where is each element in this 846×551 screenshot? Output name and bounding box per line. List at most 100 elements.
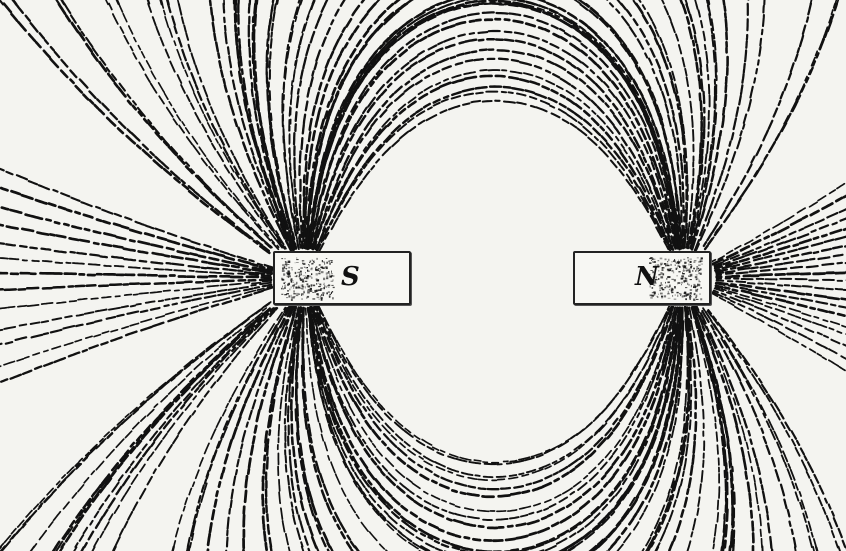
field-line <box>715 279 846 292</box>
filing-speck <box>687 259 690 262</box>
filing-speck <box>300 273 302 276</box>
filing-speck <box>321 260 323 263</box>
filing-speck <box>696 298 699 300</box>
field-line <box>303 2 377 249</box>
filing-speck <box>681 283 682 286</box>
filing-speck <box>653 265 655 268</box>
filing-speck <box>319 283 322 286</box>
field-line <box>282 3 301 249</box>
field-line <box>318 99 670 253</box>
field-line <box>761 545 764 551</box>
filing-speck <box>291 280 294 282</box>
filing-speck <box>695 294 698 297</box>
filing-speck <box>290 278 293 280</box>
filing-speck <box>308 264 310 266</box>
filing-speck <box>659 257 663 260</box>
filing-speck <box>329 261 330 263</box>
filing-speck <box>307 289 310 292</box>
filing-speck <box>658 273 662 276</box>
filing-speck <box>296 257 298 259</box>
filing-speck <box>332 286 335 289</box>
filing-speck <box>693 260 697 262</box>
filing-speck <box>298 268 300 270</box>
filing-speck <box>665 264 667 267</box>
filings-cluster-north <box>649 257 703 301</box>
filing-speck <box>311 263 314 265</box>
filing-speck <box>689 298 691 300</box>
field-line <box>0 278 273 292</box>
filing-speck <box>297 271 299 274</box>
filing-speck <box>309 287 312 290</box>
field-line <box>307 306 422 549</box>
filing-speck <box>316 293 319 295</box>
filing-speck <box>331 275 333 277</box>
field-line <box>685 3 706 245</box>
filing-speck <box>290 286 292 289</box>
filing-speck <box>287 273 289 275</box>
filing-speck <box>304 277 306 279</box>
filing-speck <box>325 272 328 275</box>
field-line <box>171 545 175 551</box>
filing-speck <box>330 291 332 295</box>
filing-speck <box>694 276 698 279</box>
filing-speck <box>669 286 671 288</box>
filing-speck <box>328 284 331 287</box>
field-line <box>690 3 711 245</box>
filing-speck <box>684 291 687 294</box>
field-line <box>692 310 729 549</box>
field-line <box>312 306 676 513</box>
filing-speck <box>699 260 702 263</box>
filing-speck <box>651 259 653 261</box>
filing-speck <box>651 258 654 260</box>
filing-speck <box>283 273 286 276</box>
filing-speck <box>675 264 676 266</box>
filing-speck <box>660 292 663 295</box>
filing-speck <box>311 259 313 261</box>
filing-speck <box>307 291 310 294</box>
filing-speck <box>695 285 698 287</box>
filing-speck <box>329 273 331 276</box>
filing-speck <box>302 284 304 286</box>
field-line <box>324 0 329 5</box>
filing-speck <box>693 298 696 301</box>
filing-speck <box>301 280 305 283</box>
filing-speck <box>322 292 325 295</box>
filing-speck <box>299 271 302 274</box>
filing-speck <box>660 272 663 275</box>
filing-speck <box>312 298 316 300</box>
filing-speck <box>323 284 325 286</box>
filing-speck <box>294 283 297 285</box>
filing-speck <box>651 292 655 294</box>
filing-speck <box>699 268 702 271</box>
filing-speck <box>667 258 670 262</box>
field-line <box>606 545 614 551</box>
filing-speck <box>315 267 317 270</box>
filing-speck <box>284 281 286 284</box>
filing-speck <box>298 274 301 277</box>
filing-speck <box>292 281 295 283</box>
field-line <box>696 307 763 549</box>
filing-speck <box>666 277 668 280</box>
filing-speck <box>666 264 670 267</box>
filing-speck <box>658 293 659 295</box>
filing-speck <box>692 270 694 272</box>
filing-speck <box>323 277 326 281</box>
filing-speck <box>287 284 290 286</box>
filing-speck <box>699 273 702 275</box>
filing-speck <box>324 266 326 268</box>
filing-speck <box>671 291 674 294</box>
filing-speck <box>294 275 297 277</box>
field-line <box>311 306 677 522</box>
filing-speck <box>292 284 295 287</box>
filing-speck <box>312 262 314 265</box>
filing-speck <box>662 273 665 276</box>
filing-speck <box>316 268 320 272</box>
filing-speck <box>687 269 691 272</box>
field-line <box>0 545 7 551</box>
filing-speck <box>676 291 679 294</box>
field-line <box>686 306 706 551</box>
filing-speck <box>674 286 676 288</box>
filing-speck <box>329 262 331 265</box>
bar-magnet-south: S <box>273 251 411 305</box>
field-line <box>242 304 295 551</box>
